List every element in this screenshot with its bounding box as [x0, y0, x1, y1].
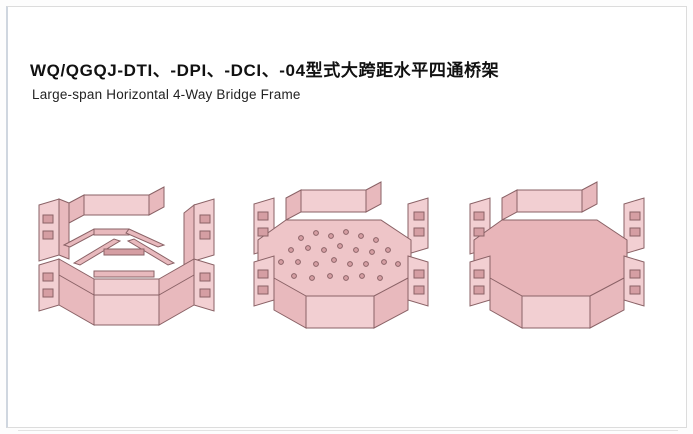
content-frame	[6, 6, 687, 428]
perforated-tray-4way-icon	[246, 178, 436, 333]
ladder-tray-4way-icon	[34, 185, 219, 335]
solid-tray-4way-icon	[462, 178, 652, 333]
product-subtitle: Large-span Horizontal 4-Way Bridge Frame	[32, 87, 301, 102]
divider	[18, 430, 678, 431]
product-title: WQ/QGQJ-DTI、-DPI、-DCI、-04型式大跨距水平四通桥架	[30, 61, 500, 80]
